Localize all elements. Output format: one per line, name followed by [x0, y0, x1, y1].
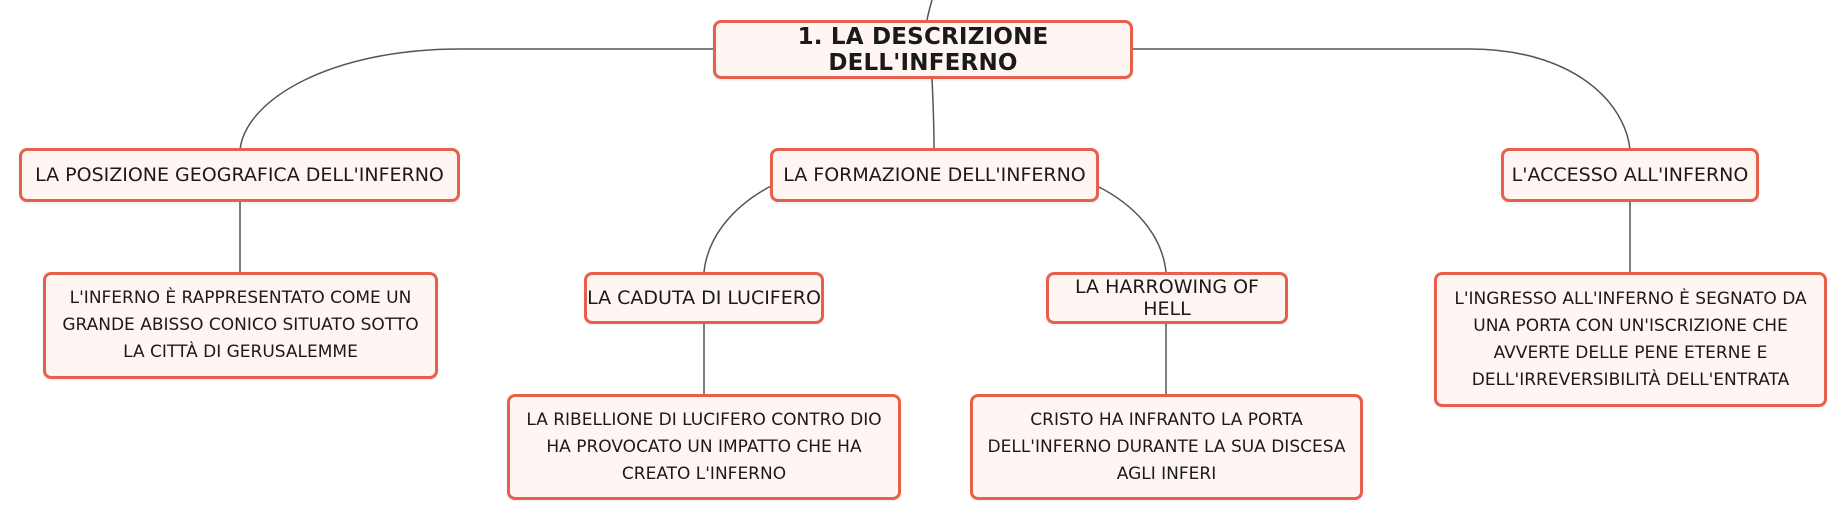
branch-node-label: LA FORMAZIONE DELL'INFERNO: [783, 164, 1086, 186]
leaf-node-label: L'INFERNO È RAPPRESENTATO COME UN GRANDE…: [62, 288, 419, 362]
branch-node-accesso[interactable]: L'ACCESSO ALL'INFERNO: [1501, 148, 1759, 202]
leaf-node-posizione[interactable]: L'INFERNO È RAPPRESENTATO COME UN GRANDE…: [43, 272, 438, 379]
leaf-node-label: L'INGRESSO ALL'INFERNO È SEGNATO DA UNA …: [1454, 288, 1807, 390]
branch-node-label: LA POSIZIONE GEOGRAFICA DELL'INFERNO: [35, 164, 444, 186]
leaf-node-label: CRISTO HA INFRANTO LA PORTA DELL'INFERNO…: [987, 409, 1346, 484]
root-node-label: 1. LA DESCRIZIONE DELL'INFERNO: [797, 23, 1049, 76]
subbranch-node-caduta[interactable]: LA CADUTA DI LUCIFERO: [584, 272, 824, 324]
leaf-node-caduta[interactable]: LA RIBELLIONE DI LUCIFERO CONTRO DIO HA …: [507, 394, 901, 500]
subbranch-node-label: LA CADUTA DI LUCIFERO: [587, 287, 821, 309]
root-node[interactable]: 1. LA DESCRIZIONE DELL'INFERNO: [713, 20, 1133, 79]
leaf-node-accesso[interactable]: L'INGRESSO ALL'INFERNO È SEGNATO DA UNA …: [1434, 272, 1827, 407]
subbranch-node-harrowing[interactable]: LA HARROWING OF HELL: [1046, 272, 1288, 324]
leaf-node-label: LA RIBELLIONE DI LUCIFERO CONTRO DIO HA …: [526, 409, 882, 484]
connector-formazione-to-caduta: [703, 185, 772, 273]
connector-root-to-posizione: [239, 48, 713, 151]
connector-root-to-formazione: [931, 77, 935, 149]
branch-node-label: L'ACCESSO ALL'INFERNO: [1511, 164, 1749, 186]
branch-node-posizione[interactable]: LA POSIZIONE GEOGRAFICA DELL'INFERNO: [19, 148, 460, 202]
branch-node-formazione[interactable]: LA FORMAZIONE DELL'INFERNO: [770, 148, 1099, 202]
connector-root-parent: [926, 0, 933, 21]
leaf-node-harrowing[interactable]: CRISTO HA INFRANTO LA PORTA DELL'INFERNO…: [970, 394, 1363, 500]
subbranch-node-label: LA HARROWING OF HELL: [1075, 276, 1259, 320]
connector-formazione-to-harrowing: [1096, 185, 1167, 273]
connector-root-to-accesso: [1130, 48, 1631, 151]
